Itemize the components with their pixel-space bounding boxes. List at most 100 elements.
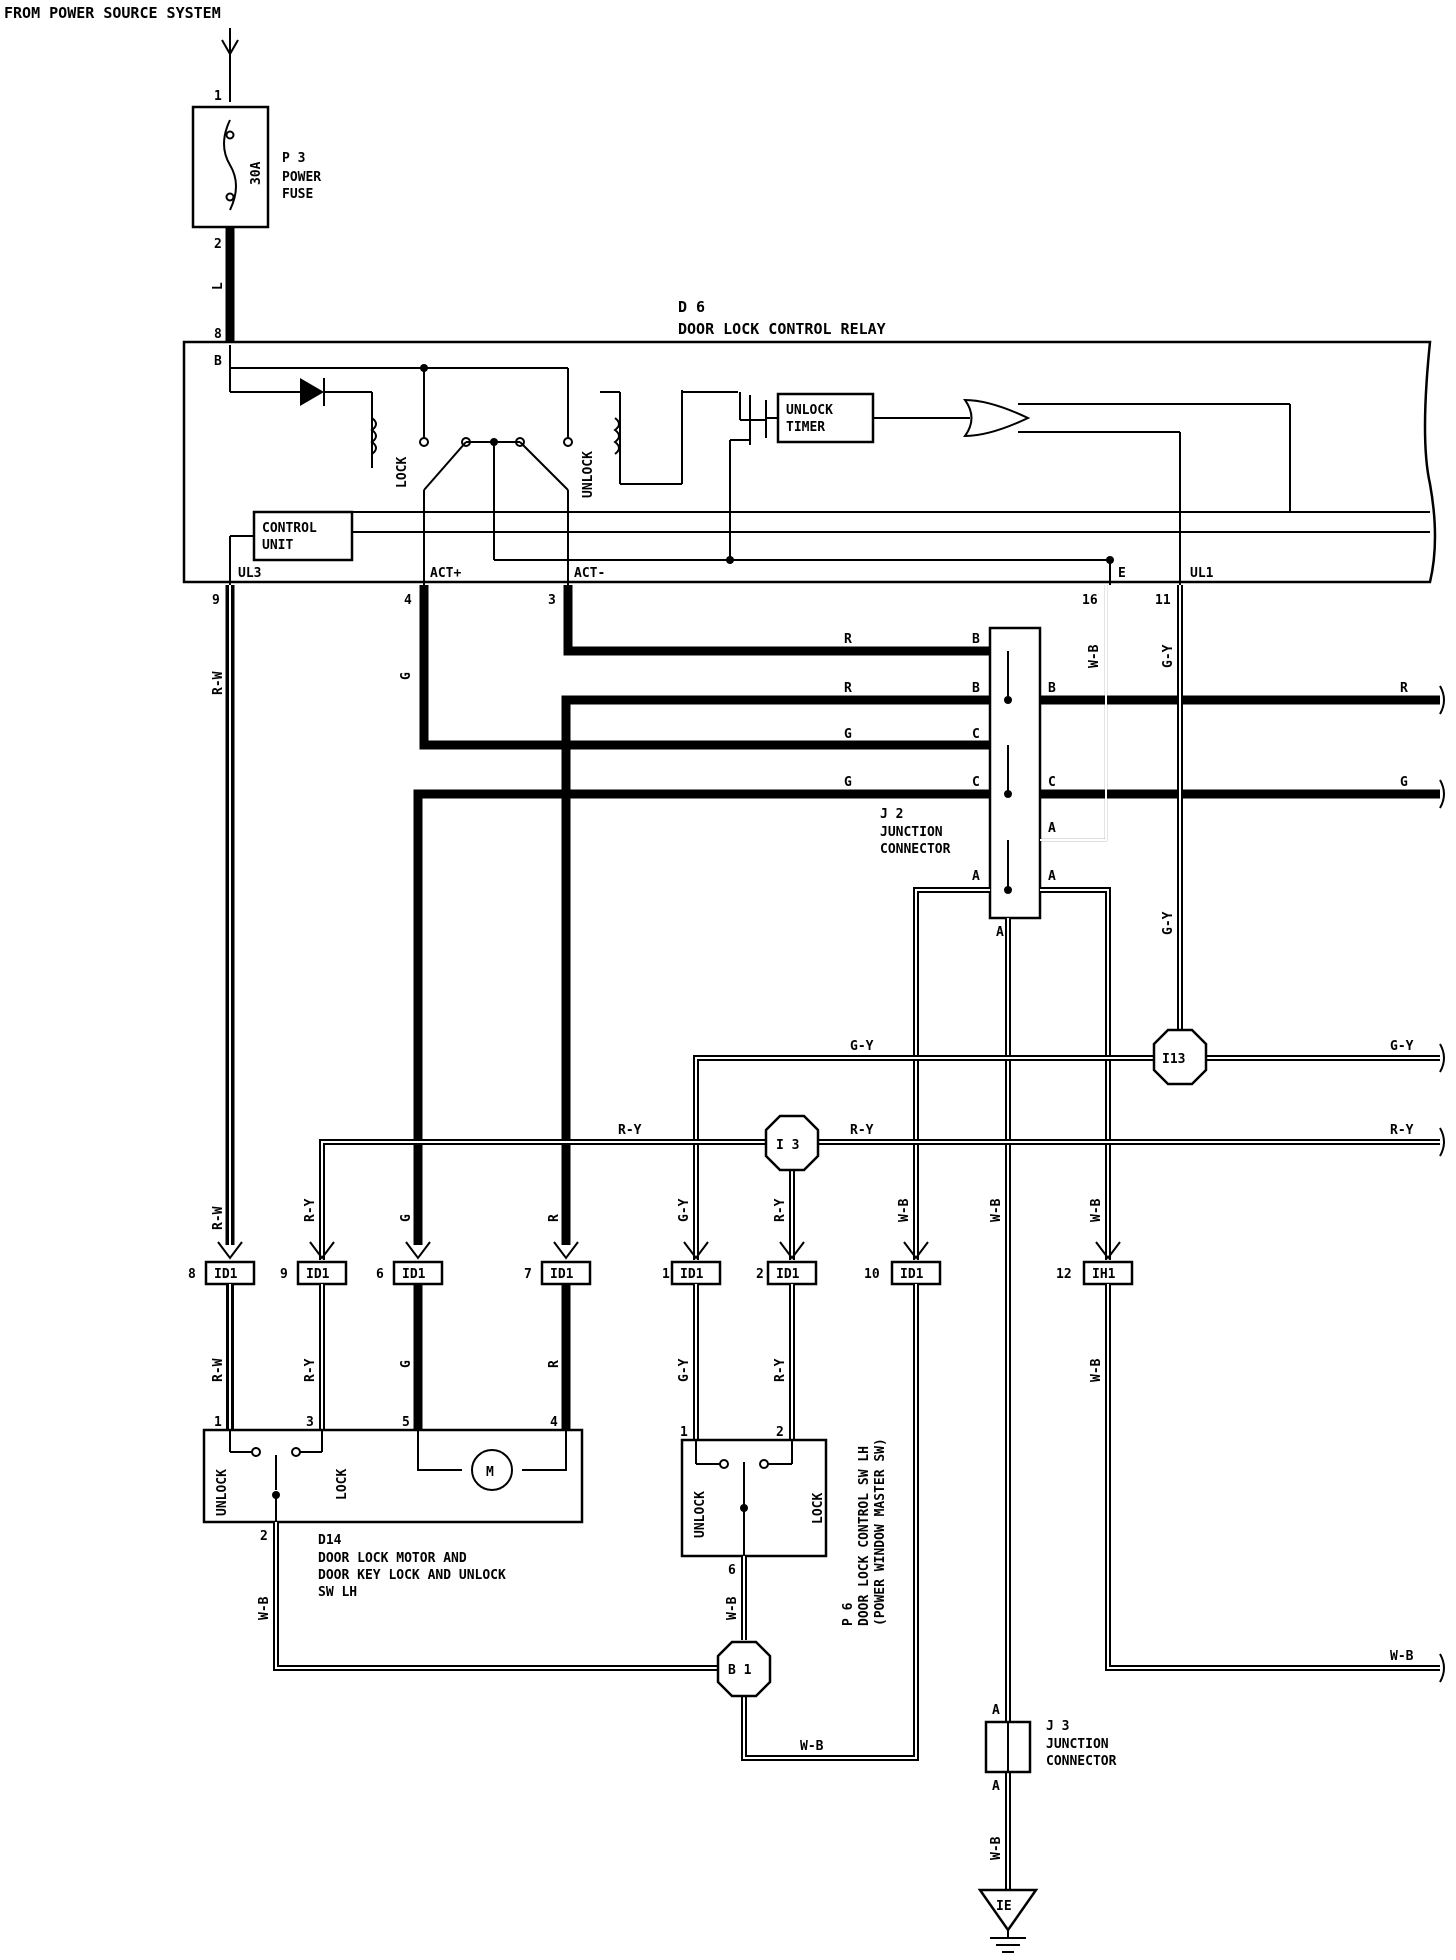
fuse-name2: FUSE [282,187,313,202]
j2-a1: A [1048,821,1056,836]
connector-arrows [217,1241,1121,1260]
relay-name: DOOR LOCK CONTROL RELAY [678,320,886,338]
j2-c3: C [1048,775,1056,790]
relay-pin-8: 8 [214,327,222,342]
j2-c2: C [972,775,980,790]
wire-wb-b1-loop [741,1284,919,1761]
wire-r-label3: R [547,1214,562,1222]
wire-gy-label5: G-Y [677,1198,692,1222]
j3-name2: CONNECTOR [1046,1754,1117,1769]
j2-b3: B [1048,681,1056,696]
wire-wb-label2: W-B [1089,1198,1104,1222]
wire-gy-label6: G-Y [677,1358,692,1382]
wire-ry-label5: R-Y [773,1198,788,1222]
wire-ry-horizontal [319,1139,1440,1260]
term-n16: 16 [1082,593,1098,608]
fuse-pin-2: 2 [214,237,222,252]
wire-ry-label1: R-Y [618,1123,642,1138]
wire-ry-label4: R-Y [303,1198,318,1222]
fuse-rating: 30A [249,161,264,185]
motor-label: M [486,1465,494,1480]
wire-g-motor [413,789,1000,1245]
d14-line2: DOOR KEY LOCK AND UNLOCK [318,1568,506,1583]
wire-wb-label8: W-B [1089,1358,1104,1382]
unlock-timer-label2: TIMER [786,420,825,435]
conn-id1-7: ID1 [550,1267,574,1282]
ground-ie: IE [977,1888,1039,1953]
door-lock-motor-d14: M [202,1428,584,1524]
conn-pin-1: 1 [662,1267,670,1282]
conn-pin-9: 9 [280,1267,288,1282]
wire-gy-label1: G-Y [1161,644,1176,668]
conn-pin-6: 6 [376,1267,384,1282]
conn-id1-9: ID1 [306,1267,330,1282]
conn-ih1-12: IH1 [1092,1267,1116,1282]
j2-code: J 2 [880,807,903,822]
arrow-down-icon [221,39,239,57]
wire-wb-ih1-lower [1105,1284,1440,1671]
d14-code: D14 [318,1533,342,1548]
p6-code: P 6 [841,1602,856,1626]
conn-pin-2: 2 [756,1267,764,1282]
relay-lock-label: LOCK [395,457,410,488]
wire-rw-label3: R-W [211,1358,226,1382]
relay-code: D 6 [678,298,705,316]
conn-id1-2: ID1 [776,1267,800,1282]
wire-g-label4: G [844,775,852,790]
wire-wb-label3: W-B [897,1198,912,1222]
door-lock-control-sw-p6 [680,1438,828,1558]
term-ul1: UL1 [1190,566,1214,581]
wire-r-label2: R [844,681,852,696]
j2-c1: C [972,727,980,742]
wire-wb-id1-10 [913,887,990,1260]
diode-icon [300,378,324,406]
wire-g-label2: G [399,1214,414,1222]
fuse-name1: POWER [282,170,321,185]
d14-lock: LOCK [335,1469,350,1500]
term-n9: 9 [212,593,220,608]
wire-g-label1: G [399,672,414,680]
door-lock-control-relay [182,340,1437,584]
conn-id1-6: ID1 [402,1267,426,1282]
conn-pin-8: 8 [188,1267,196,1282]
wire-r-motor [561,695,1000,1245]
d14-pin-5: 5 [402,1415,410,1430]
wire-rw-label2: R-W [211,1206,226,1230]
p6-line2: (POWER WINDOW MASTER SW) [873,1438,888,1626]
relay-terminal-b: B [214,354,222,369]
conn-pin-10: 10 [864,1267,880,1282]
fuse-code: P 3 [282,151,305,166]
unlock-timer [776,392,875,444]
ground-ie-label: IE [996,1899,1012,1914]
wire-gy-label2: G-Y [1161,911,1176,935]
connector-row [204,1260,1134,1286]
wire-g-actp [419,585,1000,750]
d14-pin-4: 4 [550,1415,558,1430]
wire-wb-label5: W-B [257,1596,272,1620]
j3-a-top: A [992,1703,1000,1718]
wire-g-label5: G [1400,775,1408,790]
term-e: E [1118,566,1126,581]
wire-wb-ih1 [1040,887,1111,1260]
p6-pin-6: 6 [728,1563,736,1578]
wire-gy-label3: G-Y [850,1039,874,1054]
control-unit-label1: CONTROL [262,521,317,536]
term-n4: 4 [404,593,412,608]
splice-b1-label: B 1 [728,1663,752,1678]
header-text: FROM POWER SOURCE SYSTEM [4,4,221,22]
d14-line1: DOOR LOCK MOTOR AND [318,1551,467,1566]
wire-r-label1: R [844,632,852,647]
p6-pin-1: 1 [680,1425,688,1440]
wire-l-label: L [211,282,226,290]
motor-icon [471,1449,513,1491]
j2-name2: CONNECTOR [880,842,951,857]
conn-id1-10: ID1 [900,1267,924,1282]
d14-pin-2: 2 [260,1529,268,1544]
term-n3: 3 [548,593,556,608]
wire-rw-label1: R-W [211,671,226,695]
wire-wb-d14 [273,1522,740,1671]
wire-r-label5: R [547,1360,562,1368]
fuse-icon [223,119,237,211]
conn-id1-1: ID1 [680,1267,704,1282]
